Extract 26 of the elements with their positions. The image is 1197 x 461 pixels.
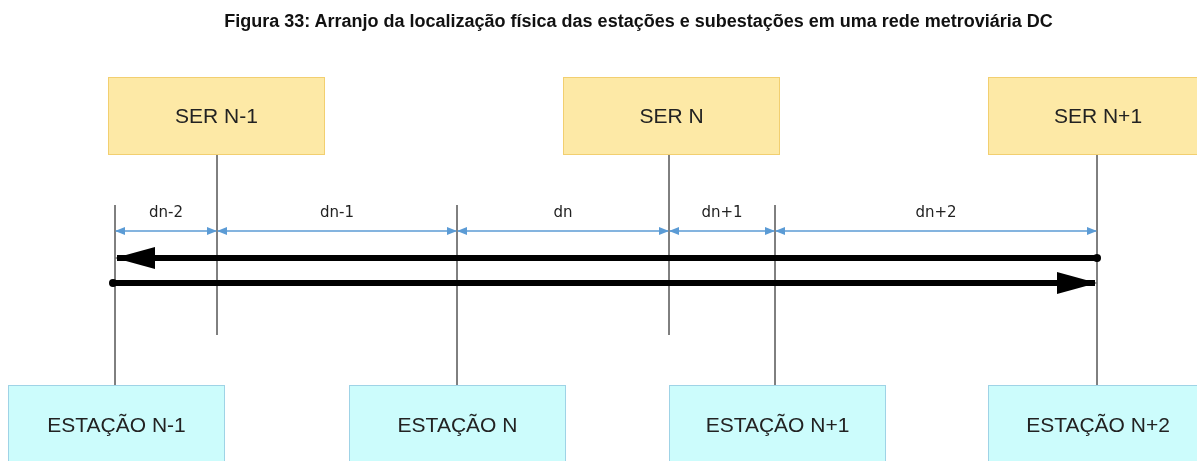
station-label: ESTAÇÃO N-1 [47,413,186,437]
position-line [774,204,776,386]
station-box [669,385,886,461]
position-line [1096,154,1098,386]
substation-label: SER N-1 [175,104,258,128]
position-line [216,154,218,336]
dimension-label: dn+2 [914,203,958,221]
station-label: ESTAÇÃO N [397,413,518,437]
station-box [349,385,566,461]
dimension-label: dn+1 [700,203,744,221]
station-label: ESTAÇÃO N+2 [1026,413,1170,437]
dimension-label: dn [552,203,574,221]
figure-title: Figura 33: Arranjo da localização física das estações e subestações em uma rede metroviária DC [223,10,1054,32]
position-line [456,204,458,386]
station-box [8,385,225,461]
substation-box [988,77,1197,155]
substation-box [108,77,325,155]
dimension-label: dn-1 [319,203,355,221]
substation-label: SER N+1 [1053,104,1143,128]
station-box [988,385,1197,461]
position-line [114,204,116,386]
station-label: ESTAÇÃO N+1 [705,413,850,437]
position-line [668,154,670,336]
dimension-label: dn-2 [148,203,184,221]
substation-label: SER N [639,104,704,128]
substation-box [563,77,780,155]
